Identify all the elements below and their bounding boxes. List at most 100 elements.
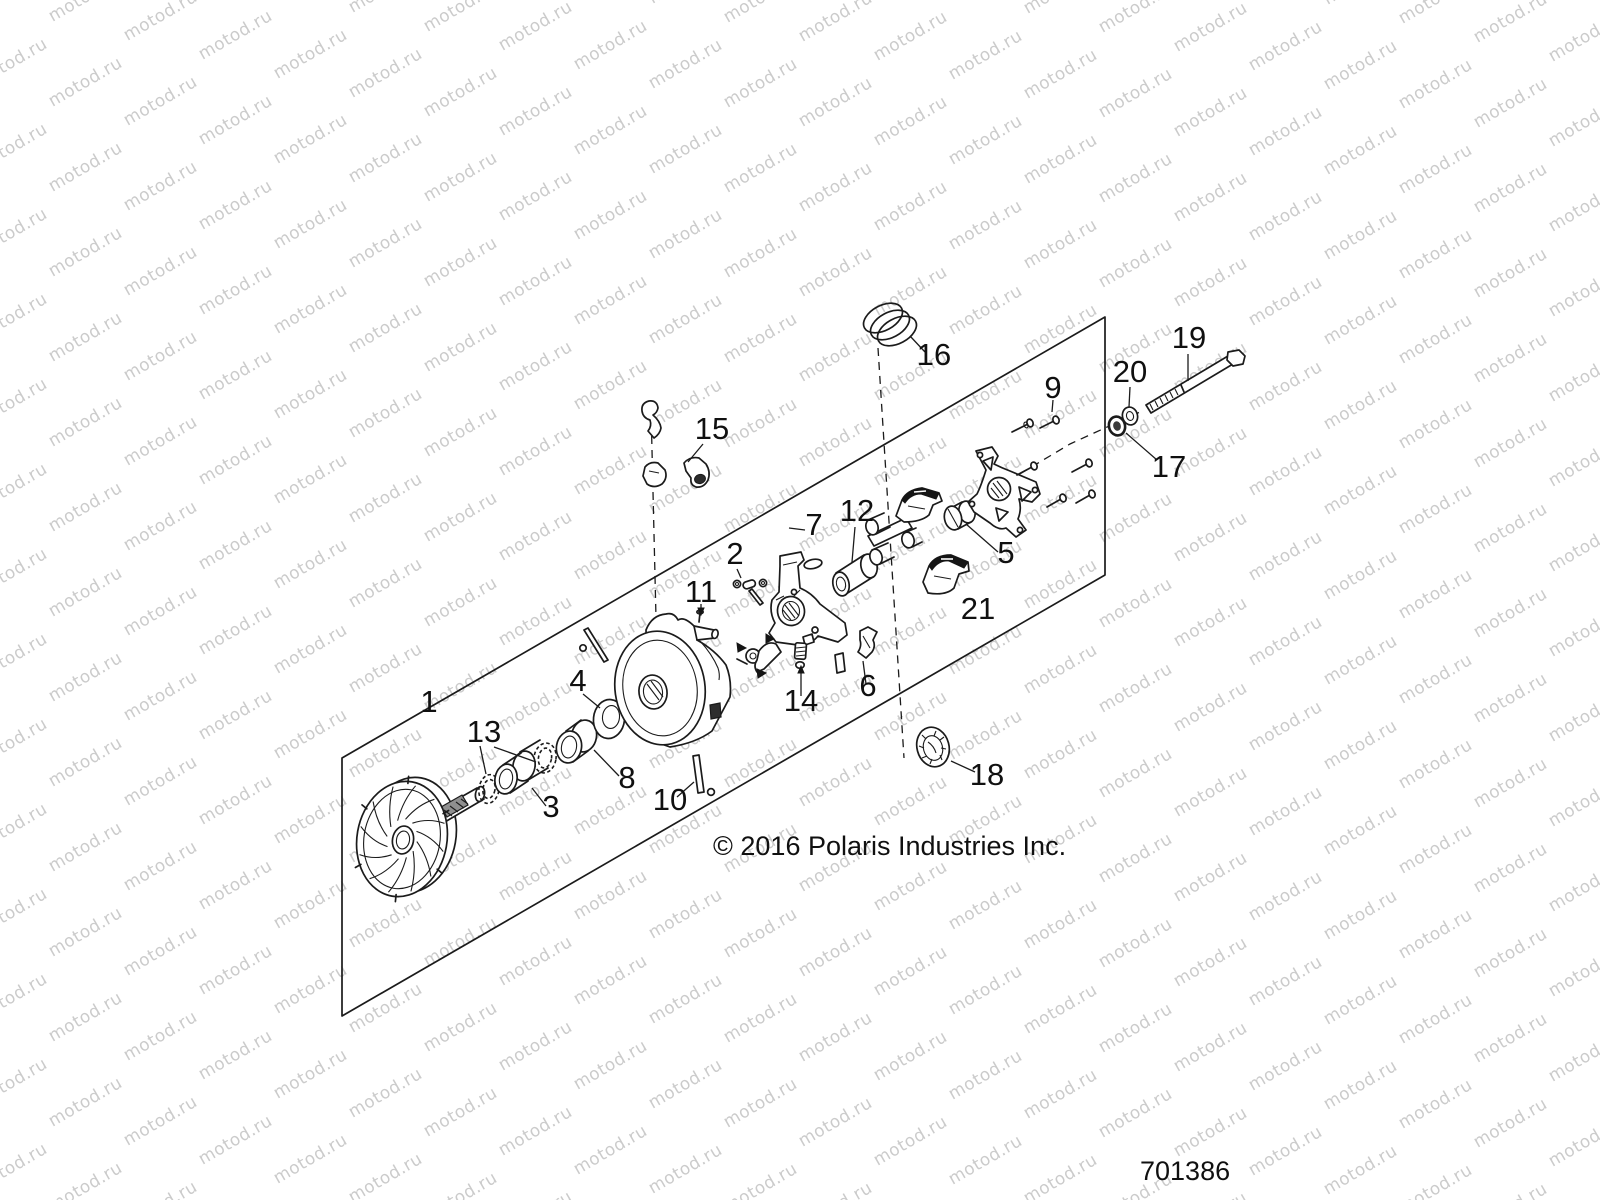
diagram-line <box>512 750 536 782</box>
diagram-line <box>676 781 695 798</box>
sheave-spoke <box>360 826 388 848</box>
diagram-line <box>965 523 999 553</box>
diagram-line <box>698 612 701 623</box>
callout-17: 17 <box>1152 449 1186 484</box>
diagram-line <box>1052 415 1060 425</box>
spider <box>768 551 848 646</box>
diagram-line <box>519 739 549 781</box>
diagram-line <box>443 798 469 817</box>
callout-19: 19 <box>1172 320 1206 355</box>
diagram-line <box>756 668 768 679</box>
diagram-line <box>922 735 944 761</box>
spring-14 <box>793 641 808 670</box>
diagram-line <box>869 309 911 341</box>
washer-20 <box>1121 406 1139 426</box>
sheave-spoke <box>416 830 444 852</box>
diagram-line <box>474 785 486 803</box>
diagram-line <box>1226 349 1246 367</box>
diagram-line <box>706 787 716 797</box>
diagram-line <box>754 642 782 673</box>
diagram-line <box>1145 355 1234 414</box>
diagram-line <box>1085 458 1093 468</box>
diagram-line <box>851 526 856 563</box>
diagram-line <box>642 679 664 705</box>
sheave-spoke <box>359 854 392 859</box>
diagram-line <box>736 658 748 665</box>
diagram-line <box>1128 386 1131 408</box>
diagram-line <box>1023 421 1029 429</box>
diagram-line <box>871 542 895 565</box>
clip-upper <box>641 400 662 439</box>
diagram-line <box>1075 494 1091 504</box>
diagram-line <box>831 571 851 597</box>
diagram-line <box>699 640 720 681</box>
diagram-line <box>642 461 667 488</box>
spider-cover-plate <box>967 446 1041 538</box>
diagram-line <box>995 507 1009 522</box>
callout-13: 13 <box>467 714 501 749</box>
diagram-line <box>1125 432 1158 461</box>
diagram-line <box>1180 384 1185 393</box>
callout-1: 1 <box>420 684 437 719</box>
callout-20: 20 <box>1113 354 1147 389</box>
diagram-line <box>913 490 927 493</box>
diagram-line <box>1039 420 1055 429</box>
diagram-line <box>1113 421 1121 431</box>
guide-pin <box>578 627 609 663</box>
callout-15: 15 <box>695 411 729 446</box>
small-bolt <box>1075 489 1096 504</box>
diagram-line <box>748 588 764 606</box>
sheave-rim-tab <box>354 863 362 869</box>
diagram-line <box>835 554 874 595</box>
diagram-line <box>927 741 937 754</box>
diagram-line <box>692 754 705 794</box>
sheave-spoke <box>397 785 417 821</box>
rocker-lever <box>736 633 782 679</box>
diagram-line <box>976 451 984 459</box>
sheave-spoke <box>372 801 388 837</box>
leader-lines <box>479 335 1189 807</box>
diagram-line <box>1046 498 1062 508</box>
diagram-line <box>736 568 742 579</box>
diagram-line <box>650 407 657 619</box>
diagram-line <box>1018 486 1032 502</box>
diagram-line <box>694 473 706 485</box>
sheave-spoke <box>405 798 435 820</box>
cover-window <box>709 702 722 720</box>
sheave-rim-tab <box>407 775 410 785</box>
diagram-line <box>835 576 847 592</box>
assembly-outline <box>341 316 1106 1017</box>
diagram-line <box>795 646 807 657</box>
diagram-line <box>1059 493 1067 503</box>
diagram-line <box>560 735 578 759</box>
washer-17 <box>1107 415 1127 437</box>
diagram-line <box>622 639 698 737</box>
callout-16: 16 <box>917 337 951 372</box>
diagram-line <box>947 508 959 528</box>
diagram-line <box>862 660 867 685</box>
bushing-8 <box>555 719 598 764</box>
diagram-line <box>734 581 740 587</box>
diagram-line <box>1016 526 1024 534</box>
diagram-line <box>982 456 994 471</box>
diagram-line <box>531 787 547 807</box>
diagram-line <box>776 595 806 627</box>
clip-15 <box>683 456 710 488</box>
callout-9: 9 <box>1044 370 1061 405</box>
diagram-line <box>968 500 976 508</box>
slot-oval <box>803 558 823 570</box>
diagram-line <box>1051 399 1054 413</box>
diagram-line <box>533 742 557 774</box>
diagram-line <box>583 627 609 663</box>
diagram-line <box>782 602 800 621</box>
clip-lower <box>642 461 667 488</box>
small-bolt <box>1046 493 1067 508</box>
callout-10: 10 <box>653 782 687 817</box>
callout-2: 2 <box>726 536 743 571</box>
diagram-line <box>928 554 969 571</box>
callout-5: 5 <box>997 535 1014 570</box>
callout-12: 12 <box>840 493 874 528</box>
diagram-line <box>857 626 878 659</box>
diagram-line <box>601 704 621 730</box>
